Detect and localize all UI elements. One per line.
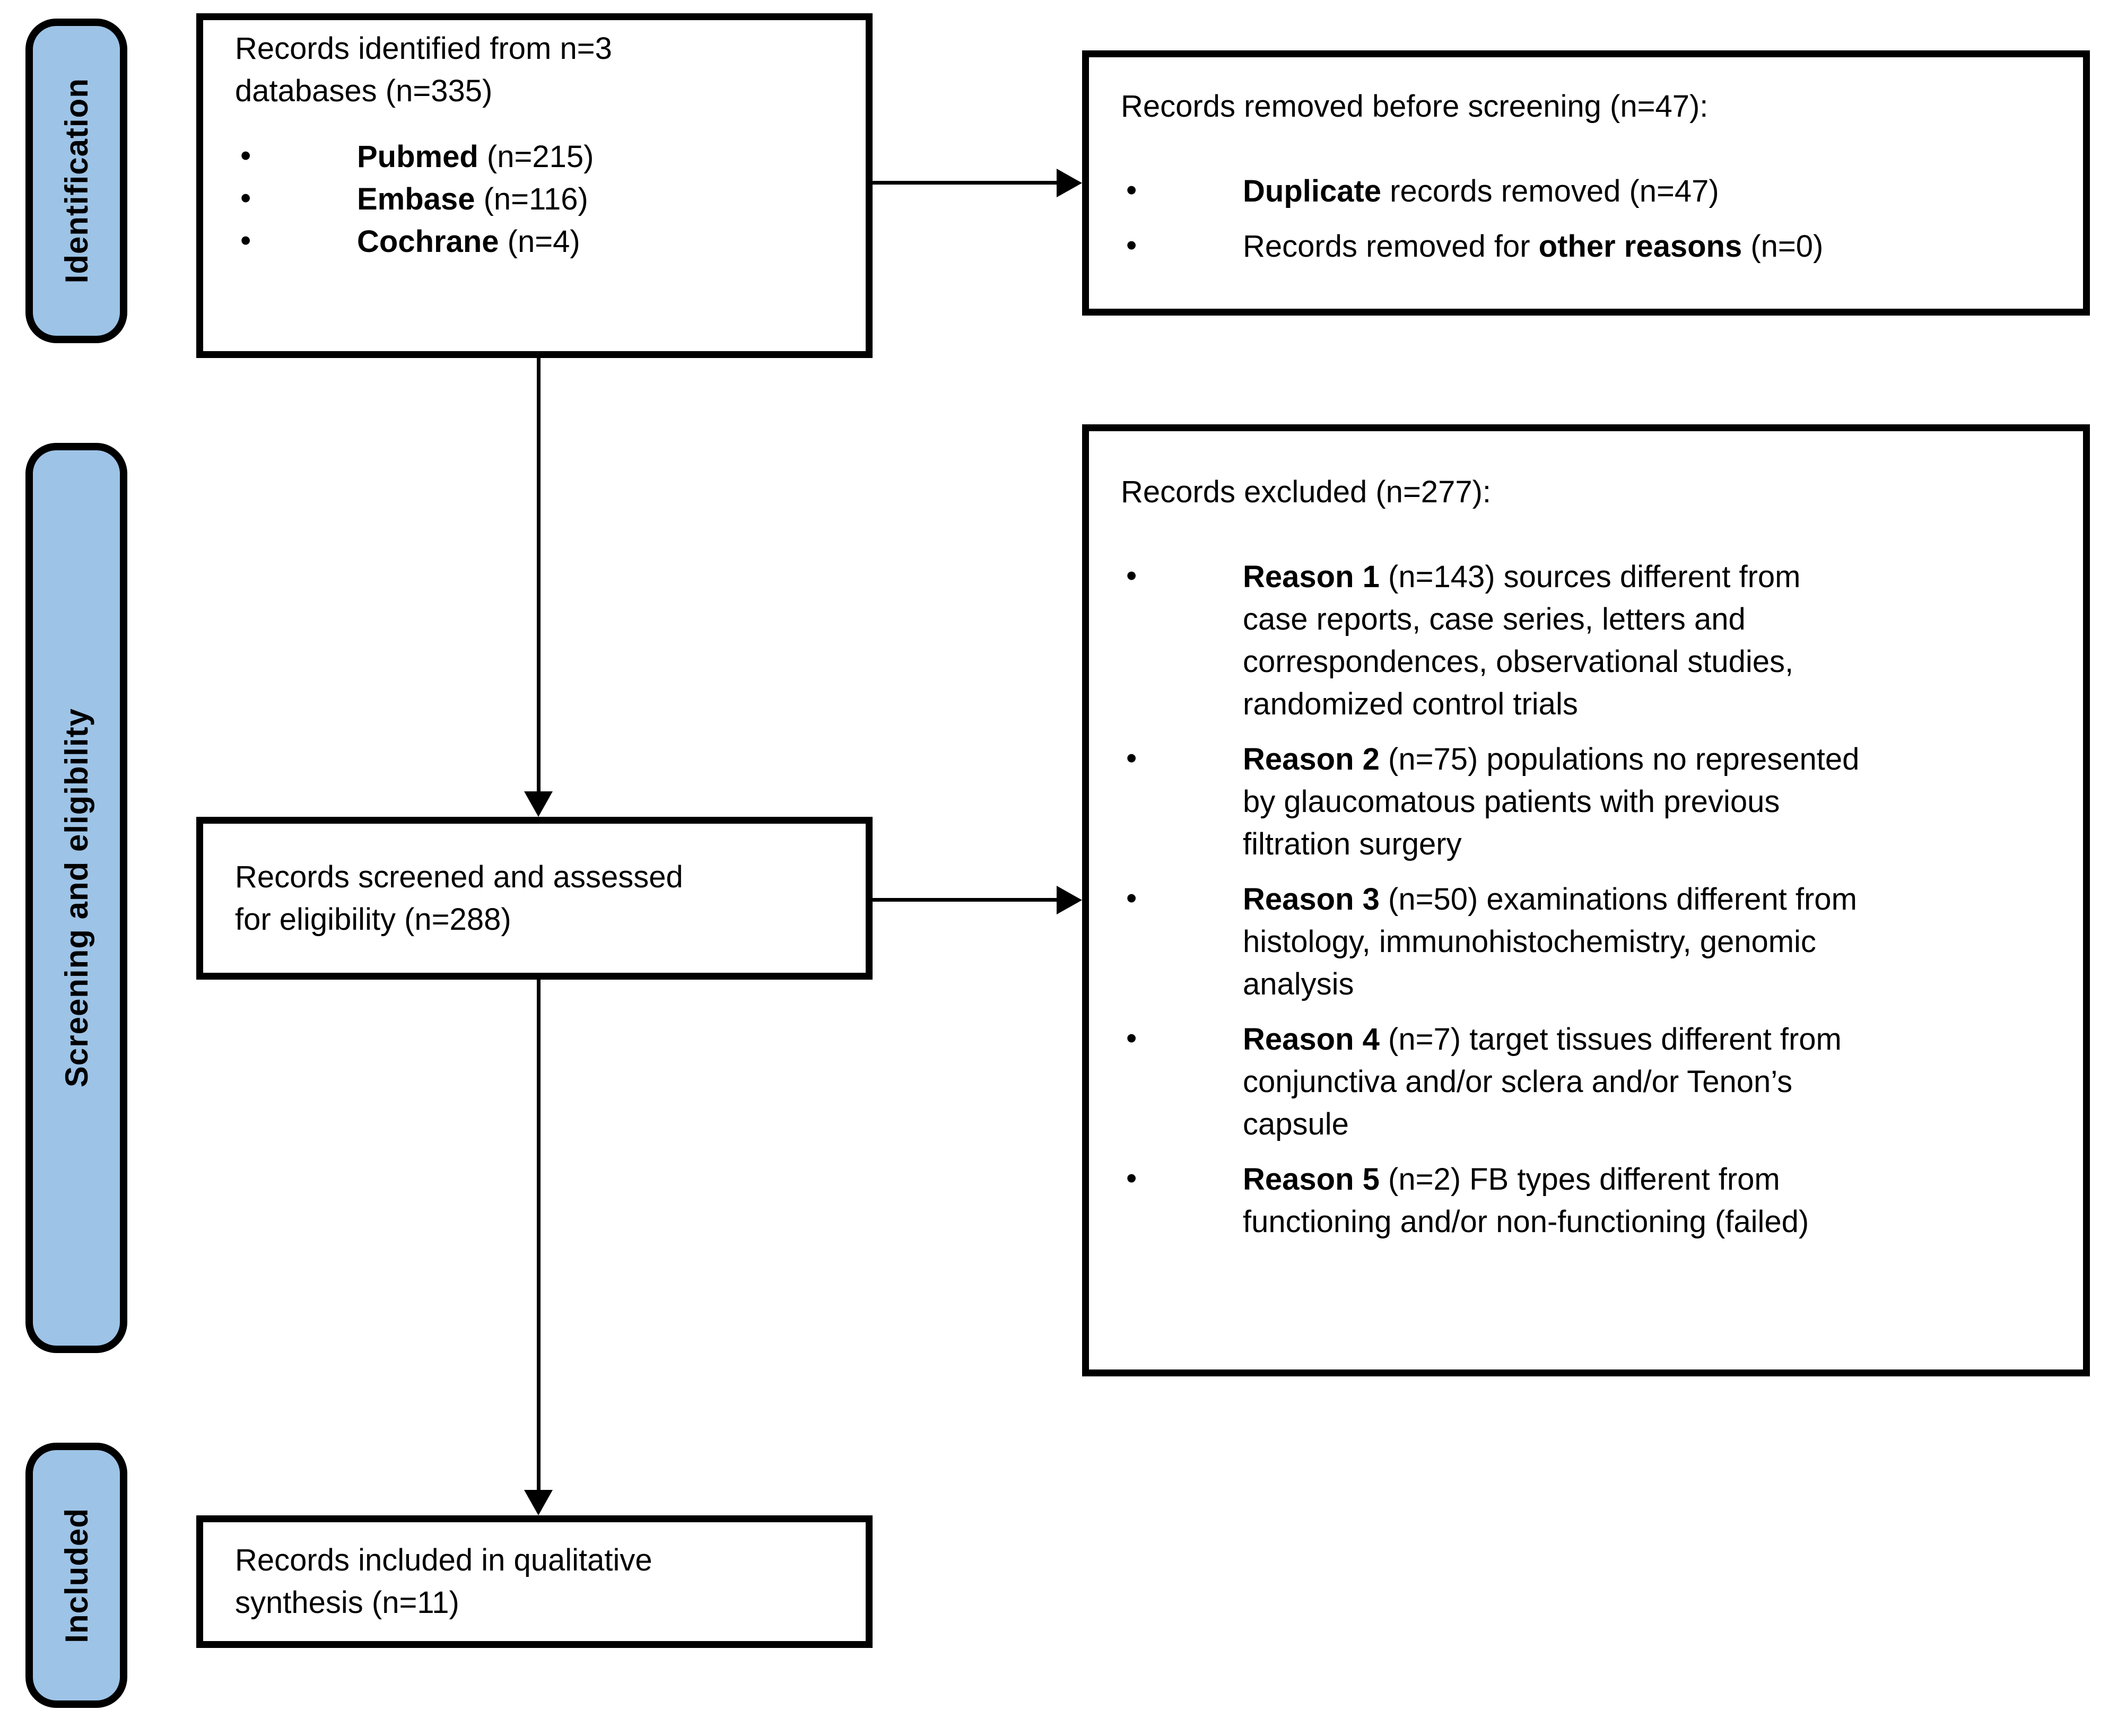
bullet-text-post: (n=116) [475,182,588,216]
bullet-text-bold: Reason 2 [1243,742,1380,777]
bullet-icon: • [240,181,251,215]
bullet-text-bold: Reason 1 [1243,560,1380,594]
bullet-icon: • [1126,1021,1137,1055]
list-item: • Records removed for other reasons (n=0) [1121,225,1823,268]
arrow-screened-to-included-line [537,980,541,1491]
bullet-icon: • [1126,741,1137,775]
arrow-down-icon [524,791,553,817]
bullet-text-post: (n=143) sources different from case repo… [1243,560,1801,721]
list-item: • Reason 1 (n=143) sources different from… [1121,556,1874,726]
bullet-text-post: (n=4) [499,224,580,259]
stage-label-text: Identification [58,78,94,284]
box-title: Records identified from n=3 databases (n… [235,31,612,108]
bullet-text-bold: Reason 4 [1243,1022,1380,1057]
bullet-text-post: (n=215) [478,139,594,174]
list-item: • Reason 4 (n=7) target tissues different… [1121,1018,1874,1146]
stage-label-text: Included [58,1507,94,1643]
bullet-text-bold: Duplicate [1243,174,1382,208]
stage-label-text: Screening and eligibility [58,708,94,1088]
list-item: • Pubmed (n=215) [235,136,594,178]
list-item: • Cochrane (n=4) [235,221,594,263]
removed-bullet-list: • Duplicate records removed (n=47) • Recor… [1121,170,1823,281]
bullet-text-bold: other reasons [1538,229,1742,264]
list-item: • Reason 2 (n=75) populations no represen… [1121,738,1874,866]
bullet-text-bold: Cochrane [357,224,499,259]
bullet-text-bold: Embase [357,182,475,216]
arrow-right-icon [1057,169,1082,197]
arrow-right-icon [1057,886,1082,914]
arrow-screened-to-excluded-line [873,898,1057,902]
bullet-text-bold: Pubmed [357,139,478,174]
bullet-icon: • [1126,559,1137,593]
bullet-text-post: (n=7) target tissues different from conj… [1243,1022,1842,1141]
box-title: Records screened and assessed for eligib… [235,859,683,937]
bullet-icon: • [1126,1161,1137,1196]
list-item: • Embase (n=116) [235,178,594,221]
box-title: Records excluded (n=277): [1121,475,1492,509]
list-item: • Duplicate records removed (n=47) [1121,170,1823,213]
stage-label-identification: Identification [25,19,127,343]
bullet-text-bold: Reason 5 [1243,1162,1380,1197]
stage-label-screening-and-eligibility: Screening and eligibility [25,443,127,1353]
box-records-included: Records included in qualitative synthesi… [196,1515,873,1648]
box-records-excluded: Records excluded (n=277): • Reason 1 (n=1… [1082,424,2090,1376]
stage-label-included: Included [25,1443,127,1708]
bullet-icon: • [1126,881,1137,915]
arrow-identified-to-screened-line [537,358,541,793]
box-records-identified: Records identified from n=3 databases (n… [196,13,873,358]
list-item: • Reason 3 (n=50) examinations different … [1121,878,1874,1006]
box-title: Records included in qualitative synthesi… [235,1543,652,1620]
bullet-icon: • [240,138,251,173]
box-title: Records removed before screening (n=47): [1121,89,1709,124]
bullet-text-post: records removed (n=47) [1381,174,1719,208]
bullet-icon: • [240,223,251,258]
box-records-screened: Records screened and assessed for eligib… [196,817,873,980]
arrow-identified-to-removed-line [873,181,1057,185]
bullet-text-post: (n=75) populations no represented by gla… [1243,742,1860,861]
exclusion-reason-list: • Reason 1 (n=143) sources different from… [1121,556,2051,1256]
bullet-text-pre: Records removed for [1243,229,1539,264]
database-bullet-list: • Pubmed (n=215) • Embase (n=116) • Cochran… [235,136,594,263]
arrow-down-icon [524,1490,553,1515]
box-records-removed-before-screening: Records removed before screening (n=47):… [1082,50,2090,316]
bullet-text-post: (n=0) [1742,229,1824,264]
list-item: • Reason 5 (n=2) FB types different from … [1121,1158,1874,1243]
bullet-icon: • [1126,173,1137,207]
bullet-text-bold: Reason 3 [1243,882,1380,917]
bullet-text-post: (n=50) examinations different from histo… [1243,882,1857,1001]
bullet-icon: • [1126,228,1137,263]
bullet-text-post: (n=2) FB types different from functionin… [1243,1162,1809,1239]
